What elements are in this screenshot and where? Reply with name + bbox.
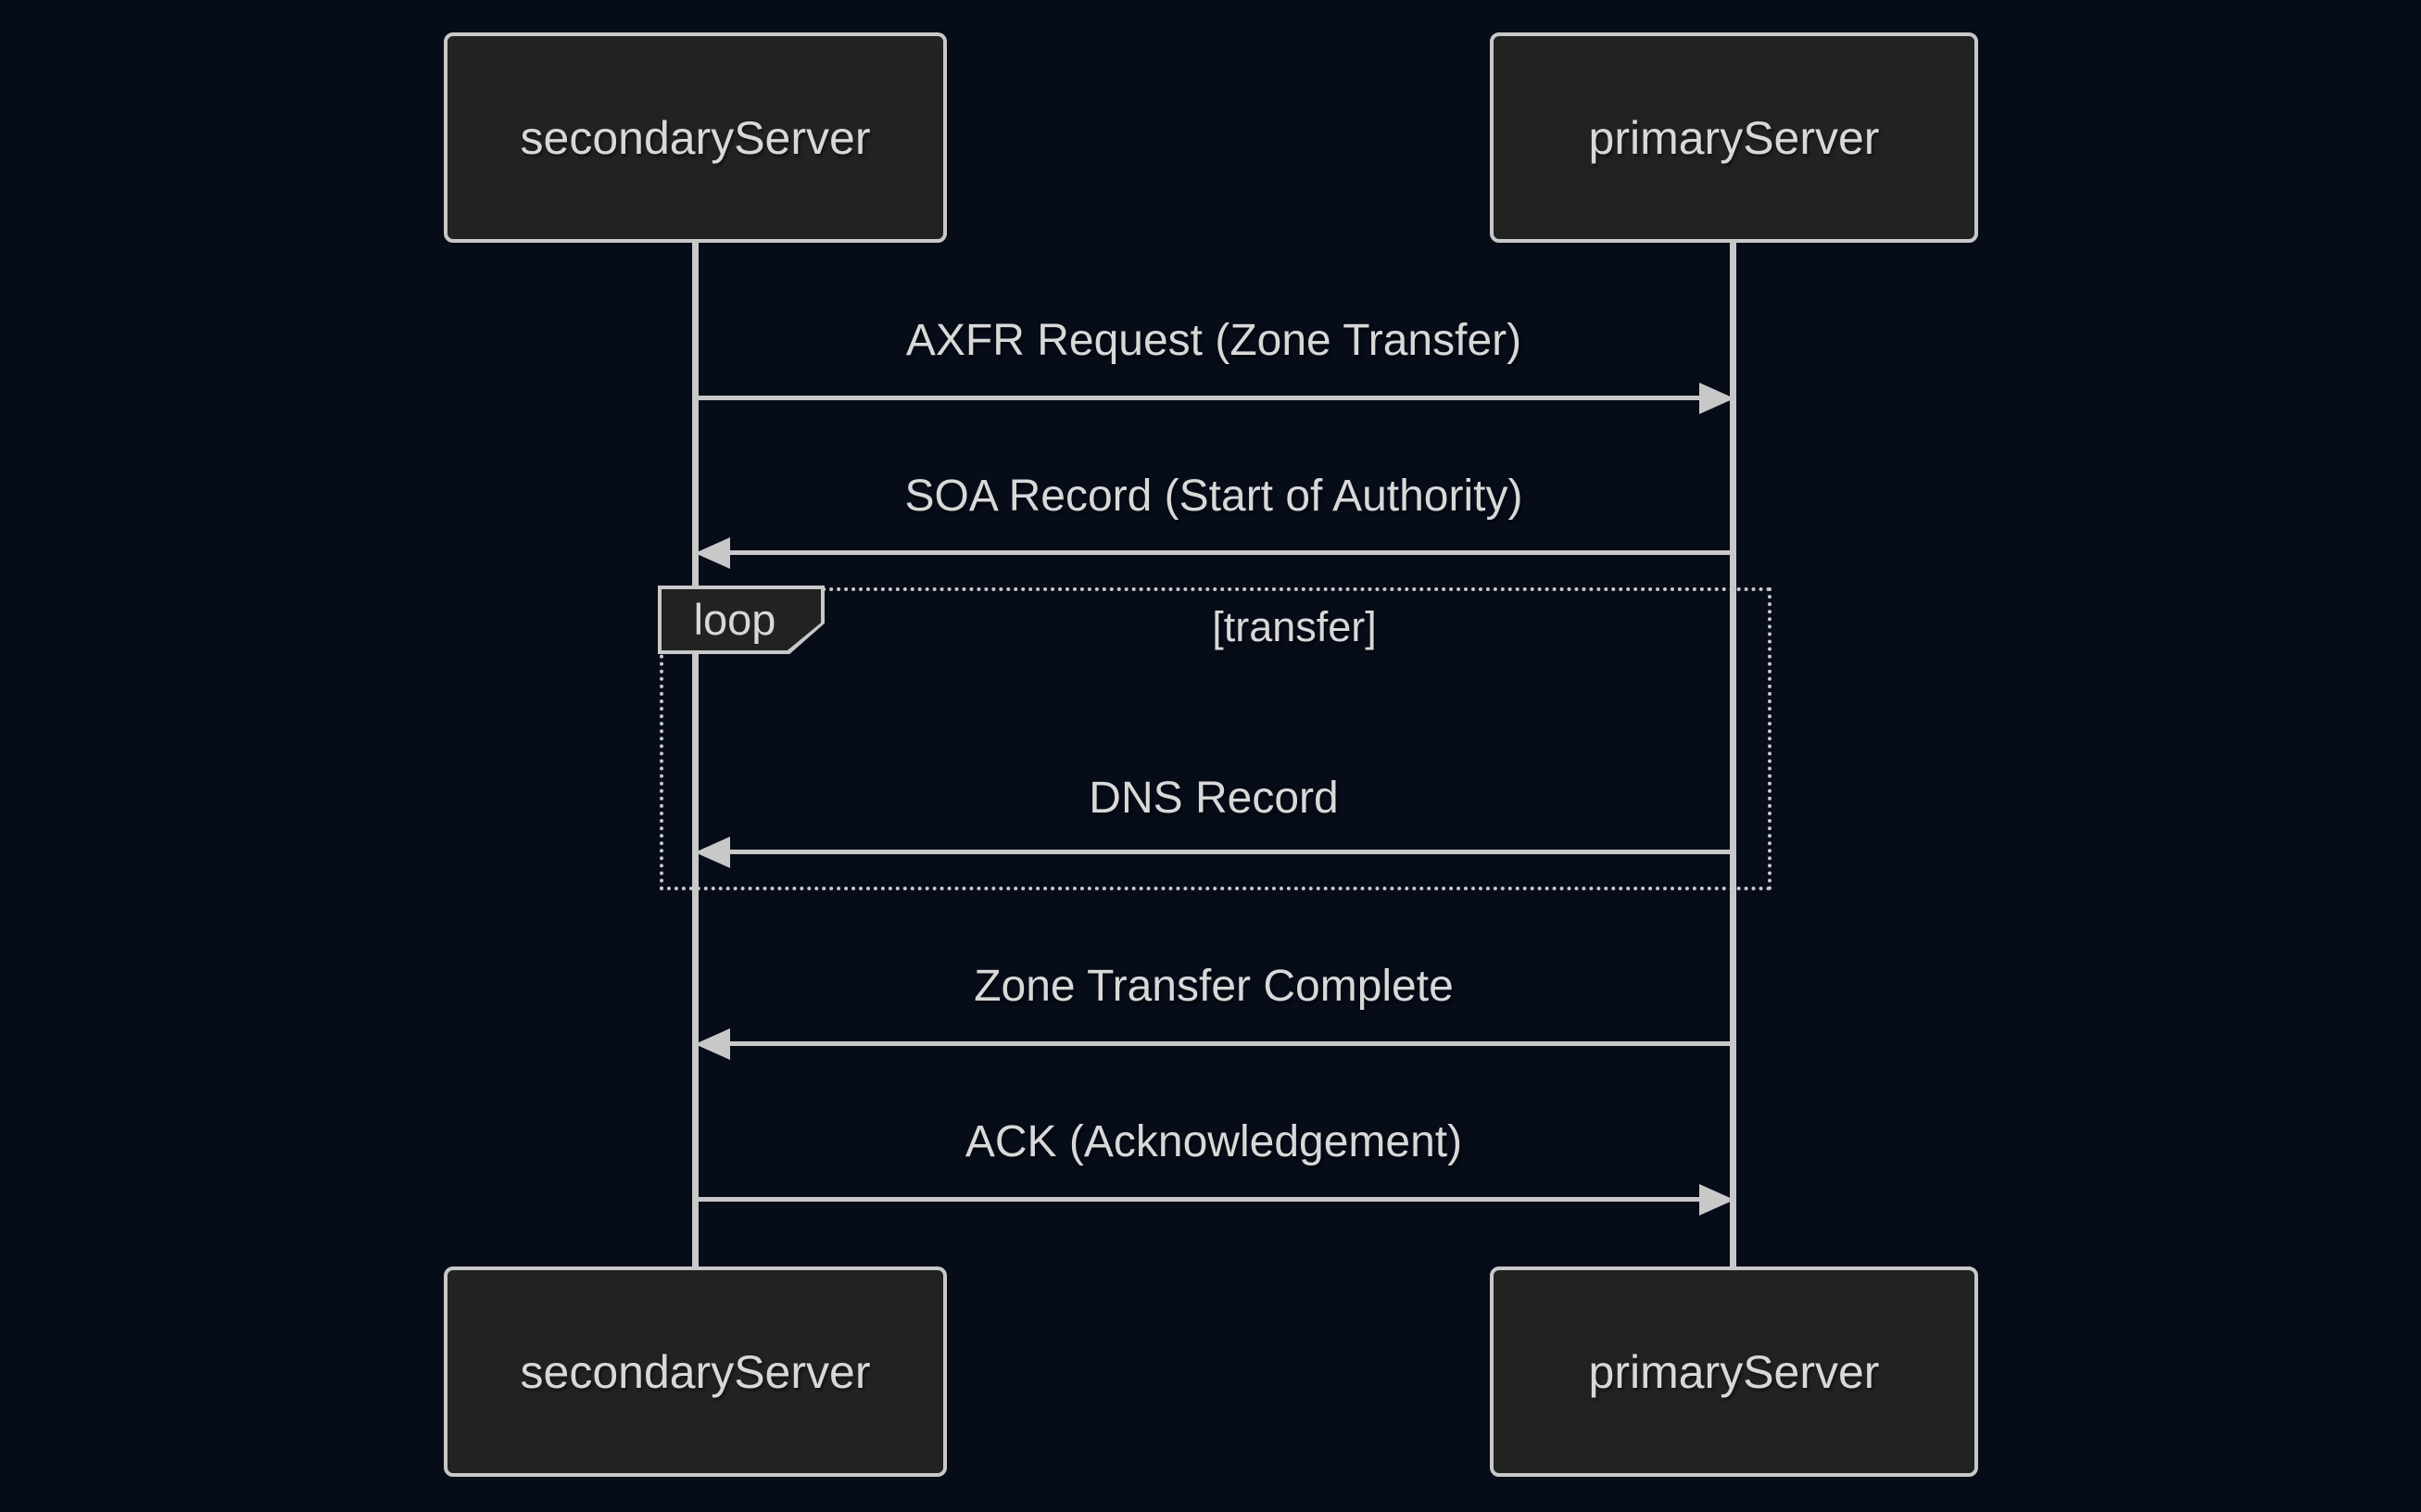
message-line-dns-record <box>726 850 1733 854</box>
arrowhead-right-icon <box>1699 383 1734 414</box>
loop-label-pentagon <box>658 586 825 654</box>
message-label-dns-record: DNS Record <box>1089 774 1339 823</box>
actor-box-secondary-server-bottom: secondaryServer <box>444 1266 947 1477</box>
loop-condition: [transfer] <box>1212 603 1377 650</box>
actor-box-primary-server-bottom: primaryServer <box>1490 1266 1978 1477</box>
message-label-ack: ACK (Acknowledgement) <box>965 1117 1463 1166</box>
message-line-soa-record <box>726 550 1733 555</box>
message-label-axfr-request: AXFR Request (Zone Transfer) <box>905 316 1522 365</box>
lifeline-secondary-server <box>692 241 699 1266</box>
message-line-axfr-request <box>695 396 1701 400</box>
lifeline-primary-server <box>1730 241 1736 1266</box>
arrowhead-left-icon <box>695 537 730 569</box>
message-label-zone-transfer-complete: Zone Transfer Complete <box>974 962 1454 1011</box>
actor-box-primary-server-top: primaryServer <box>1490 32 1978 243</box>
actor-label-secondary-server: secondaryServer <box>520 111 871 164</box>
arrowhead-right-icon <box>1699 1184 1734 1216</box>
actor-label-primary-server: primaryServer <box>1588 1345 1880 1398</box>
message-label-soa-record: SOA Record (Start of Authority) <box>904 472 1523 521</box>
loop-keyword: loop <box>693 595 776 644</box>
loop-label-pentagon-fill <box>662 589 821 650</box>
arrowhead-left-icon <box>695 1028 730 1060</box>
message-line-ack <box>695 1197 1701 1202</box>
actor-label-primary-server: primaryServer <box>1588 111 1880 164</box>
actor-box-secondary-server-top: secondaryServer <box>444 32 947 243</box>
actor-label-secondary-server: secondaryServer <box>520 1345 871 1398</box>
arrowhead-left-icon <box>695 837 730 868</box>
loop-frame <box>660 587 1772 890</box>
message-line-zone-transfer-complete <box>726 1041 1733 1046</box>
